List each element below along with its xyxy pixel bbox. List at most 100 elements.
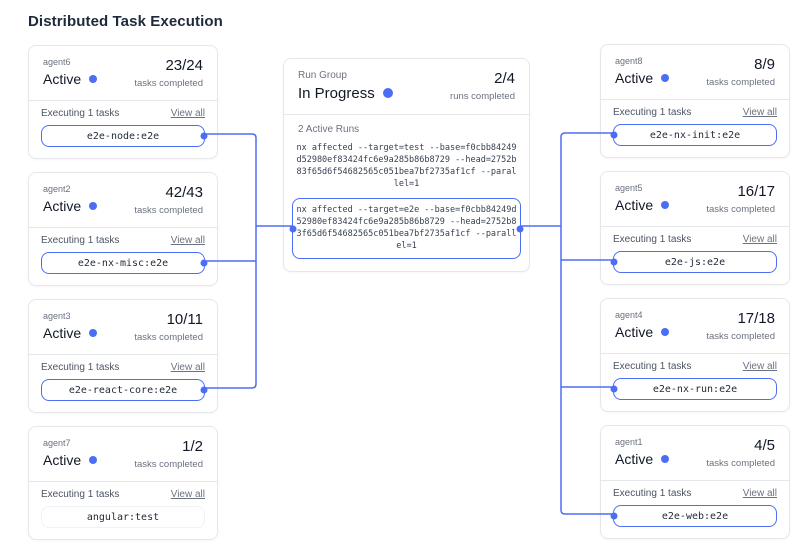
tasks-progress: 16/17	[737, 183, 775, 200]
task-chip[interactable]: e2e-nx-init:e2e	[610, 124, 777, 146]
tasks-progress: 4/5	[754, 437, 775, 454]
agent-card-footer: Executing 1 tasks View all e2e-web:e2e	[601, 480, 789, 538]
active-runs-label: 2 Active Runs	[298, 124, 360, 135]
tasks-progress-caption: tasks completed	[706, 77, 775, 88]
agent-card-header: agent7 Active 1/2 tasks completed	[29, 427, 217, 481]
connector-dot	[610, 131, 618, 139]
run-group-label: Run Group	[298, 70, 347, 81]
task-chip[interactable]: e2e-nx-run:e2e	[610, 378, 777, 400]
agent-name: agent7	[43, 438, 71, 448]
active-status-dot	[89, 329, 98, 337]
executing-label: Executing 1 tasks	[41, 489, 120, 500]
task-chip-label: angular:test	[86, 511, 160, 523]
agent-card-footer: Executing 1 tasks View all e2e-nx-init:e…	[601, 99, 789, 157]
agent-card-footer: Executing 1 tasks View all angular:test	[29, 481, 217, 539]
agent-card-header: agent1 Active 4/5 tasks completed	[601, 426, 789, 480]
task-chip[interactable]: e2e-react-core:e2e	[41, 379, 208, 401]
connector-dot	[289, 225, 297, 232]
agent-card-agent1: agent1 Active 4/5 tasks completed Execut…	[600, 425, 790, 539]
task-chip[interactable]: e2e-js:e2e	[610, 251, 777, 273]
connector-dot	[200, 259, 208, 267]
agent-card-header: agent2 Active 42/43 tasks completed	[29, 173, 217, 227]
runs-progress-caption: runs completed	[450, 91, 515, 102]
tasks-progress-caption: tasks completed	[134, 332, 203, 343]
tasks-progress-caption: tasks completed	[706, 331, 775, 342]
agent-name: agent5	[615, 183, 643, 193]
tasks-progress: 23/24	[165, 57, 203, 74]
agent-card-footer: Executing 1 tasks View all e2e-react-cor…	[29, 354, 217, 412]
connector-dot	[610, 512, 618, 520]
executing-label: Executing 1 tasks	[613, 361, 692, 372]
task-chip[interactable]: angular:test	[41, 506, 205, 528]
view-all-link[interactable]: View all	[170, 362, 205, 373]
task-chip[interactable]: e2e-web:e2e	[610, 505, 777, 527]
agent-name: agent1	[615, 437, 643, 447]
agent-card-header: agent3 Active 10/11 tasks completed	[29, 300, 217, 354]
tasks-progress: 10/11	[166, 311, 203, 328]
tasks-progress-caption: tasks completed	[706, 458, 775, 469]
active-status-dot	[661, 328, 670, 336]
agent-name: agent4	[615, 310, 643, 320]
task-chip-label: e2e-js:e2e	[664, 256, 726, 268]
agent-name: agent3	[43, 311, 71, 321]
tasks-progress: 42/43	[165, 184, 203, 201]
view-all-link[interactable]: View all	[742, 234, 777, 245]
task-chip-label: e2e-nx-init:e2e	[649, 129, 741, 141]
view-all-link[interactable]: View all	[742, 488, 777, 499]
tasks-progress: 17/18	[737, 310, 775, 327]
connector-dot	[610, 258, 618, 266]
agent-card-agent2: agent2 Active 42/43 tasks completed Exec…	[28, 172, 218, 286]
agent-card-agent8: agent8 Active 8/9 tasks completed Execut…	[600, 44, 790, 158]
task-chip[interactable]: e2e-node:e2e	[41, 125, 208, 147]
view-all-link[interactable]: View all	[170, 108, 205, 119]
in-progress-status-dot	[382, 88, 393, 98]
agent-name: agent6	[43, 57, 71, 67]
run-group-header: Run Group In Progress 2/4 runs completed	[284, 59, 529, 114]
tasks-progress-caption: tasks completed	[134, 459, 203, 470]
task-chip-label: e2e-react-core:e2e	[68, 384, 178, 396]
agent-status: Active	[615, 324, 654, 340]
tasks-progress: 1/2	[182, 438, 203, 455]
agent-card-header: agent4 Active 17/18 tasks completed	[601, 299, 789, 353]
agent-status: Active	[43, 325, 82, 341]
executing-label: Executing 1 tasks	[613, 234, 692, 245]
run-command-test[interactable]: nx affected --target=test --base=f0cbb84…	[296, 143, 517, 189]
executing-label: Executing 1 tasks	[41, 235, 120, 246]
active-status-dot	[89, 75, 98, 83]
run-command-e2e-selected[interactable]: nx affected --target=e2e --base=f0cbb842…	[289, 198, 524, 259]
connector-dot	[516, 225, 524, 232]
active-status-dot	[661, 74, 670, 82]
agent-card-agent5: agent5 Active 16/17 tasks completed Exec…	[600, 171, 790, 285]
agent-card-header: agent8 Active 8/9 tasks completed	[601, 45, 789, 99]
agent-name: agent8	[615, 56, 643, 66]
agent-card-footer: Executing 1 tasks View all e2e-nx-run:e2…	[601, 353, 789, 411]
run-group-status: In Progress	[298, 85, 375, 102]
executing-label: Executing 1 tasks	[613, 107, 692, 118]
executing-label: Executing 1 tasks	[613, 488, 692, 499]
executing-label: Executing 1 tasks	[41, 362, 120, 373]
agent-card-agent6: agent6 Active 23/24 tasks completed Exec…	[28, 45, 218, 159]
view-all-link[interactable]: View all	[742, 361, 777, 372]
agent-card-agent4: agent4 Active 17/18 tasks completed Exec…	[600, 298, 790, 412]
agent-card-header: agent5 Active 16/17 tasks completed	[601, 172, 789, 226]
connector-dot	[200, 132, 208, 140]
agent-card-agent3: agent3 Active 10/11 tasks completed Exec…	[28, 299, 218, 413]
agent-card-agent7: agent7 Active 1/2 tasks completed Execut…	[28, 426, 218, 540]
task-chip-label: e2e-node:e2e	[86, 130, 160, 142]
agent-card-footer: Executing 1 tasks View all e2e-nx-misc:e…	[29, 227, 217, 285]
view-all-link[interactable]: View all	[742, 107, 777, 118]
agent-card-header: agent6 Active 23/24 tasks completed	[29, 46, 217, 100]
view-all-link[interactable]: View all	[170, 489, 205, 500]
page-title: Distributed Task Execution	[28, 13, 223, 30]
run-command-e2e-text: nx affected --target=e2e --base=f0cbb842…	[296, 205, 517, 251]
run-group-card: Run Group In Progress 2/4 runs completed…	[283, 58, 530, 272]
task-chip[interactable]: e2e-nx-misc:e2e	[41, 252, 208, 274]
task-chip-label: e2e-nx-misc:e2e	[77, 257, 169, 269]
active-status-dot	[661, 455, 670, 463]
agent-status: Active	[43, 452, 82, 468]
agent-status: Active	[43, 71, 82, 87]
view-all-link[interactable]: View all	[170, 235, 205, 246]
active-status-dot	[89, 202, 98, 210]
agent-card-footer: Executing 1 tasks View all e2e-node:e2e	[29, 100, 217, 158]
agent-name: agent2	[43, 184, 71, 194]
